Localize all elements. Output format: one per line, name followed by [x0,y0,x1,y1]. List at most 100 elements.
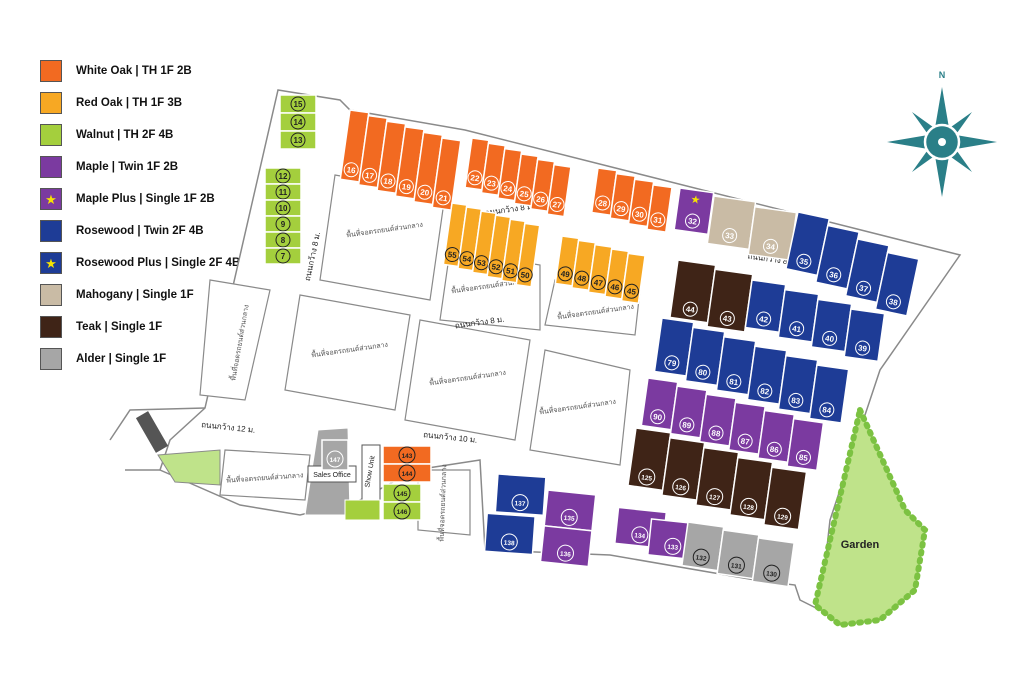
plot-number-badge [679,417,695,433]
plot-50[interactable] [515,222,541,288]
plot-number-badge [727,556,745,574]
plot-number-badge [275,232,291,248]
plot-45[interactable] [620,252,646,305]
plot-32[interactable] [673,187,715,236]
plot-number: 12 [279,172,288,181]
legend-label: Maple | Twin 1F 2B [76,161,179,173]
plot-7[interactable] [264,247,302,265]
plot-group-sales-block: 147 [321,439,349,471]
plot-13[interactable] [279,130,317,150]
plot-number: 137 [514,500,526,508]
plot-number: 31 [653,215,664,225]
plot-number-badge [664,355,680,371]
plot-number-badge [763,564,781,582]
plot-27[interactable] [546,163,572,218]
plot-136[interactable] [539,524,593,568]
plot-number: 9 [281,220,286,229]
plot-number: 89 [682,420,693,430]
legend-item-white-oak: White Oak | TH 1F 2B [40,60,192,82]
garden-area [811,400,929,629]
plot-number-badge [613,201,629,217]
plot-number: 135 [563,515,575,523]
plot-number-badge [737,433,753,449]
plot-number-badge [343,162,359,178]
plot-number: 136 [560,551,572,559]
plot-number: 47 [593,278,604,288]
plot-number: 51 [506,266,517,276]
plot-number-badge [766,441,782,457]
plot-number: 16 [346,165,357,175]
plot-number-badge [275,184,291,200]
plot-132[interactable] [681,521,725,572]
plot-number-badge [631,526,649,544]
plot-84[interactable] [808,364,850,424]
legend-item-maple: Maple | Twin 1F 2B [40,156,178,178]
legend-swatch [40,284,62,306]
plot-135[interactable] [543,489,597,532]
compass-north-label: N [939,70,946,80]
plot-number-badge [826,267,842,283]
legend-swatch [40,92,62,114]
plot-number: 21 [438,193,449,203]
plot-31[interactable] [646,183,673,233]
plot-number-badge [417,184,433,200]
plot-number: 38 [888,297,899,308]
plot-number-badge [719,310,735,326]
plot-39[interactable] [843,308,886,363]
plot-number: 32 [687,216,698,226]
plot-number: 90 [653,412,664,422]
legend-swatch [40,60,62,82]
plot-number: 134 [634,532,646,540]
legend-label: Alder | Single 1F [76,353,167,365]
plot-number: 8 [281,236,286,245]
plot-number-badge [275,216,291,232]
plot-131[interactable] [716,529,760,580]
plot-number: 33 [725,231,736,241]
plot-number-badge [500,180,516,196]
plot-number-badge [708,425,724,441]
plot-number: 43 [722,314,733,324]
plot-number: 83 [791,396,802,406]
plot-number-badge [726,374,742,390]
plot-144[interactable] [382,463,432,483]
plot-33[interactable] [706,195,757,251]
legend-swatch: ★ [40,252,62,274]
plot-number-badge [500,533,518,551]
plot-number-badge [774,507,792,525]
plot-number-badge [796,253,812,269]
plot-number-badge [672,478,690,496]
plot-number: 52 [491,262,502,272]
plot-number-badge [590,275,606,291]
plot-number: 26 [536,195,547,205]
legend-swatch [40,220,62,242]
plot-number: 86 [769,445,780,455]
plot-number-badge [682,301,698,317]
plot-number: 13 [294,136,303,145]
road-edge [109,407,206,441]
plot-number: 130 [766,570,778,578]
legend-label: Rosewood Plus | Single 2F 4B [76,257,241,269]
plot-number-badge [706,488,724,506]
plot-number-badge [631,206,647,222]
legend-swatch [40,316,62,338]
plot-number-badge [290,96,306,112]
plot-number: 131 [730,562,742,570]
plot-number-badge [650,409,666,425]
plot-130[interactable] [751,537,795,588]
plot-147[interactable] [321,439,349,471]
plot-number-badge [885,294,901,310]
legend-label: Rosewood | Twin 2F 4B [76,225,204,237]
plot-number-badge [695,364,711,380]
plot-group-maple-plus: 32★ [673,187,715,236]
plot-146[interactable] [382,501,422,521]
legend-swatch [40,124,62,146]
plot-number: 22 [470,173,481,183]
plot-number: 18 [383,176,394,186]
plot-number-badge [393,502,411,520]
plot-number-badge [560,508,578,526]
